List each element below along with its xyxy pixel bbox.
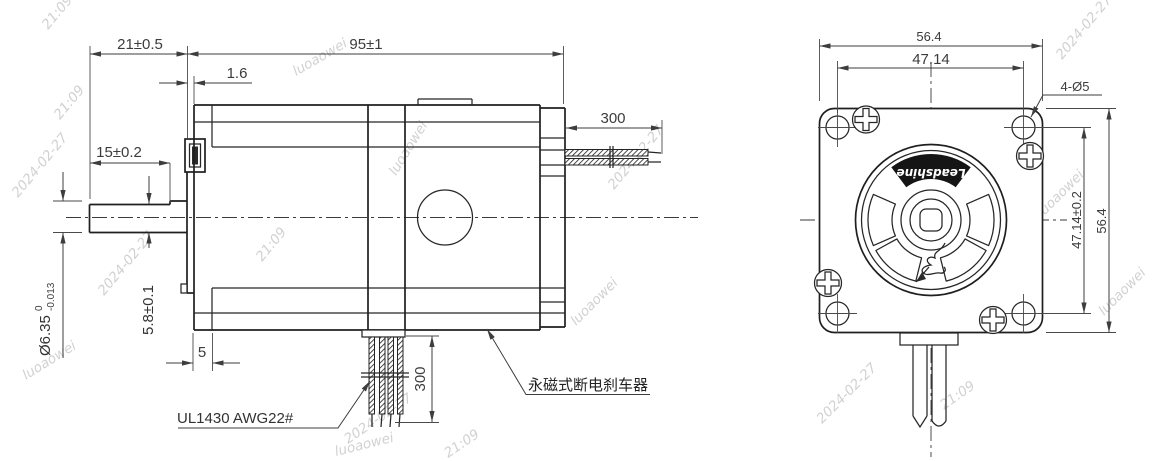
phillips-screw xyxy=(978,305,1008,335)
watermark-text: luoaowei xyxy=(568,275,622,329)
svg-text:56.4: 56.4 xyxy=(1094,208,1109,233)
label-brake-callout: 永磁式断电刹车器 xyxy=(528,376,648,394)
handwritten-mark xyxy=(915,242,946,283)
dim-shaft-length: 21±0.5 xyxy=(117,36,163,53)
dim-bottom-leads-length: 300 xyxy=(412,366,429,391)
dim-pilot-thickness: 1.6 xyxy=(227,65,248,82)
watermark-text: luoaowei xyxy=(290,35,350,79)
dim-overall-length: 95±1 xyxy=(349,36,382,53)
svg-text:Ø6.35: Ø6.35 xyxy=(37,315,54,356)
label-lead-wire-spec: UL1430 AWG22# xyxy=(177,410,294,427)
mounting-hole xyxy=(1004,108,1043,147)
svg-text:-0.013: -0.013 xyxy=(46,282,57,311)
svg-text:Leadshine: Leadshine xyxy=(897,166,966,180)
watermark-text: 21:09 xyxy=(253,224,290,264)
svg-text:0: 0 xyxy=(34,305,45,311)
watermark-text: 2024-02-27 xyxy=(1053,0,1116,63)
cover-screws xyxy=(813,105,1045,335)
side-view-dimensions: 21±0.5 95±1 1.6 15±0.2 Ø6.35 0 -0.013 5.… xyxy=(34,36,663,429)
watermark-text: luoaowei xyxy=(386,118,432,178)
dim-rear-leads-length: 300 xyxy=(600,110,625,127)
watermark-text: 2024-02-27 xyxy=(9,130,72,201)
watermark-text: 21:09 xyxy=(39,0,76,33)
front-flange xyxy=(180,138,206,294)
dim-body-height: 56.4 xyxy=(1094,208,1109,233)
mounting-hole xyxy=(818,108,857,147)
shaft-bore xyxy=(919,208,943,232)
svg-text:47.14±0.2: 47.14±0.2 xyxy=(1069,191,1084,249)
mounting-holes xyxy=(818,108,1043,333)
phillips-screw xyxy=(1015,141,1045,171)
rear-end-cap xyxy=(539,105,566,330)
brake-housing-hole xyxy=(416,189,474,246)
motor-shaft xyxy=(88,200,187,234)
rear-lead-wires xyxy=(564,146,662,168)
top-label-tab xyxy=(417,98,473,105)
svg-text:5.8±0.1: 5.8±0.1 xyxy=(140,285,157,335)
watermark-text: 21:09 xyxy=(51,82,88,122)
dim-bolt-spacing-vertical: 47.14±0.2 xyxy=(1069,191,1084,249)
front-wire-bundle xyxy=(899,332,959,429)
dim-shaft-diameter: Ø6.35 0 -0.013 xyxy=(34,282,57,356)
dim-shaft-flat-length: 15±0.2 xyxy=(96,144,142,161)
mounting-hole xyxy=(818,294,857,333)
watermark-text: luoaowei xyxy=(1096,265,1150,319)
front-view: Leadshine xyxy=(800,62,1067,457)
leadshine-logo-text: Leadshine xyxy=(897,166,966,180)
front-view-dimensions: 56.4 47.14 4-Ø5 47.14±0.2 56.4 xyxy=(819,29,1116,333)
leadshine-logo-band xyxy=(891,154,971,188)
bottom-brake-wires xyxy=(361,329,409,428)
svg-text:300: 300 xyxy=(412,366,429,391)
watermark-text: 21:09 xyxy=(937,378,978,413)
dim-front-step-depth: 5 xyxy=(198,344,206,361)
dim-bolt-spacing-horizontal: 47.14 xyxy=(912,51,950,68)
watermark-text: 2024-02-27 xyxy=(605,122,668,193)
motor-body xyxy=(193,98,566,331)
phillips-screw xyxy=(813,268,843,298)
watermark-text: 2024-02-27 xyxy=(814,360,881,427)
label-mounting-holes: 4-Ø5 xyxy=(1061,79,1090,94)
side-view xyxy=(66,98,698,428)
watermark-text: 21:09 xyxy=(441,426,482,461)
dim-shaft-flat-height: 5.8±0.1 xyxy=(140,285,157,335)
phillips-screw xyxy=(851,105,881,134)
dim-body-width: 56.4 xyxy=(916,29,941,44)
brake-cover: Leadshine xyxy=(854,143,1008,297)
